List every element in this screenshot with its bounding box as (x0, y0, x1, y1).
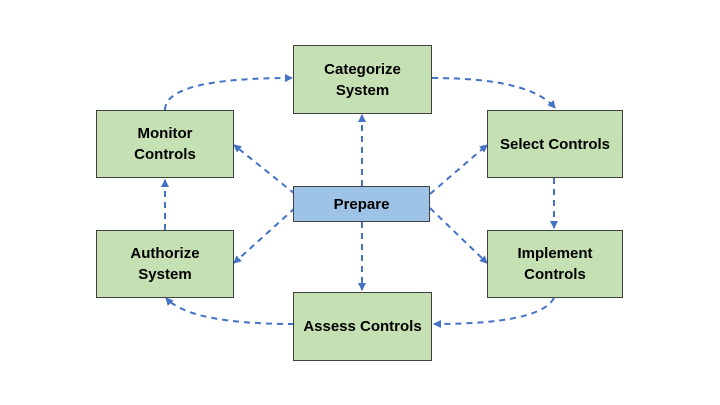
node-select-controls: Select Controls (487, 110, 623, 178)
arrow-assess-to-authorize (165, 297, 295, 325)
arrow-monitor-to-categorize (164, 74, 293, 111)
node-prepare: Prepare (293, 186, 430, 222)
node-categorize-system: Categorize System (293, 45, 432, 114)
arrow-prepare-to-implement (429, 207, 488, 264)
node-monitor-controls: Monitor Controls (96, 110, 234, 178)
arrow-prepare-to-select (429, 144, 488, 195)
node-assess-controls: Assess Controls (293, 292, 432, 361)
node-authorize-system: Authorize System (96, 230, 234, 298)
node-implement-controls: Implement Controls (487, 230, 623, 298)
arrow-implement-to-assess (433, 297, 555, 328)
arrow-prepare-to-monitor (233, 144, 296, 195)
arrow-categorize-to-select (431, 77, 556, 109)
arrow-prepare-to-authorize (233, 207, 296, 264)
